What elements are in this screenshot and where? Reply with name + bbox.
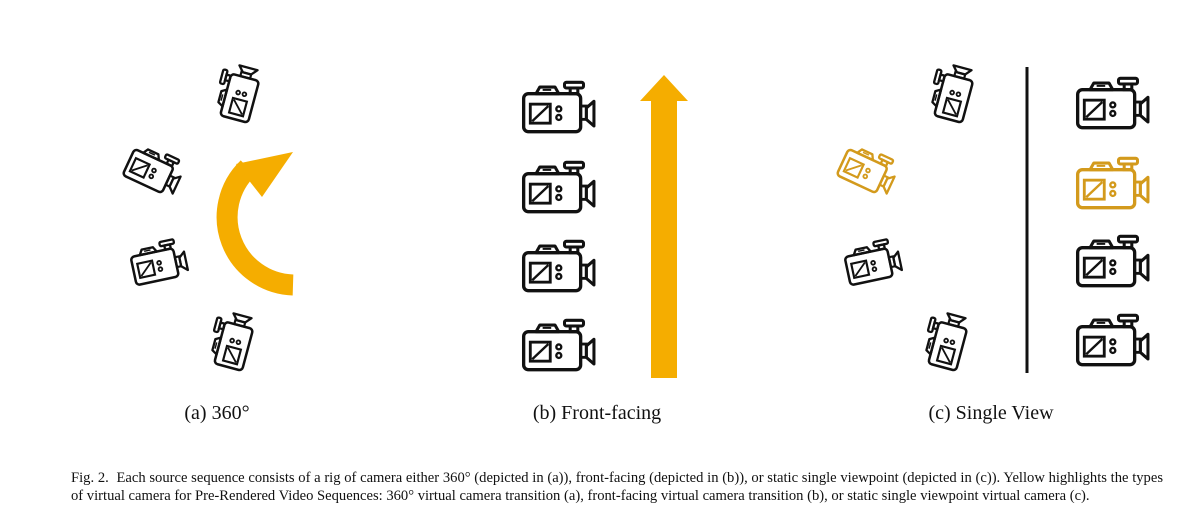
camera-icon bbox=[210, 60, 263, 125]
camera-icon bbox=[521, 160, 596, 214]
subcaption-b: (b) Front-facing bbox=[532, 402, 662, 424]
caption-text: Each source sequence consists of a rig o… bbox=[71, 470, 1163, 504]
subcaption-a: (a) 360° bbox=[184, 402, 250, 424]
camera-icon bbox=[127, 236, 191, 287]
camera-icon bbox=[924, 60, 977, 125]
subcaption-c: (c) Single View bbox=[928, 402, 1054, 424]
camera-icon bbox=[1075, 313, 1150, 367]
camera-icon bbox=[204, 308, 257, 373]
curved-arrow-head bbox=[236, 152, 293, 197]
figure-label: Fig. 2. bbox=[71, 470, 109, 486]
camera-icon bbox=[521, 80, 596, 134]
curved-arrow-icon bbox=[216, 160, 294, 296]
panel-b bbox=[521, 75, 688, 378]
camera-icon bbox=[521, 239, 596, 293]
figure-caption: Fig. 2. Each source sequence consists of… bbox=[71, 469, 1163, 505]
camera-icon bbox=[121, 139, 188, 199]
camera-icon-highlighted bbox=[1075, 156, 1150, 210]
panel-c bbox=[835, 60, 1150, 373]
camera-icon bbox=[1075, 234, 1150, 288]
camera-icon bbox=[841, 236, 905, 287]
camera-icon bbox=[918, 308, 971, 373]
up-arrow-icon bbox=[640, 75, 688, 378]
camera-icon bbox=[521, 318, 596, 372]
panel-a bbox=[121, 60, 294, 373]
camera-icon bbox=[1075, 76, 1150, 130]
camera-icon-highlighted bbox=[835, 139, 902, 199]
